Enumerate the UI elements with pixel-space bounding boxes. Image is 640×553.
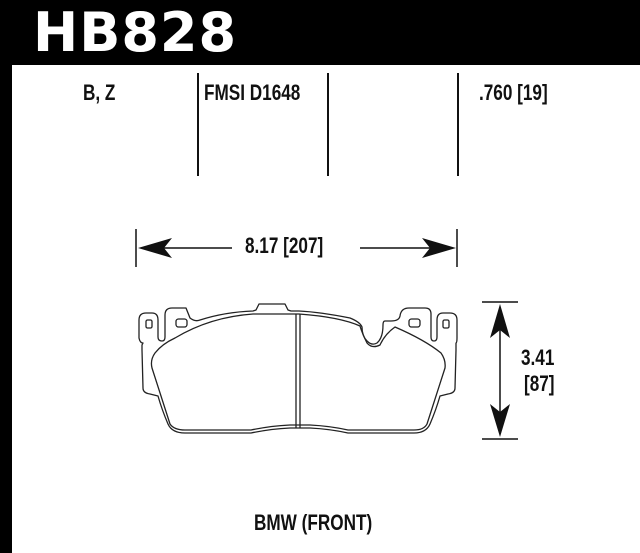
arrow-up-icon [490,304,510,338]
height-dimension [482,301,518,440]
application-label: BMW (FRONT) [254,510,373,535]
left-border [0,65,12,553]
compound-codes: B, Z [83,80,116,105]
width-dimension-label: 8.17 [207] [245,233,324,258]
fmsi-number: FMSI D1648 [204,80,301,105]
part-number-title: HB828 [33,1,238,64]
arrow-down-icon [490,404,510,437]
height-dimension-mm: [87] [524,371,555,396]
divider-line [327,73,329,176]
header-bar: HB828 [0,0,640,65]
brake-pad-outline [138,303,458,434]
arrow-left-icon [138,238,172,258]
height-dimension-inches: 3.41 [521,345,555,370]
width-dimension [135,229,458,267]
arrow-right-icon [422,238,456,258]
pad-thickness: .760 [19] [479,80,548,105]
divider-line [197,73,199,176]
divider-line [457,73,459,176]
